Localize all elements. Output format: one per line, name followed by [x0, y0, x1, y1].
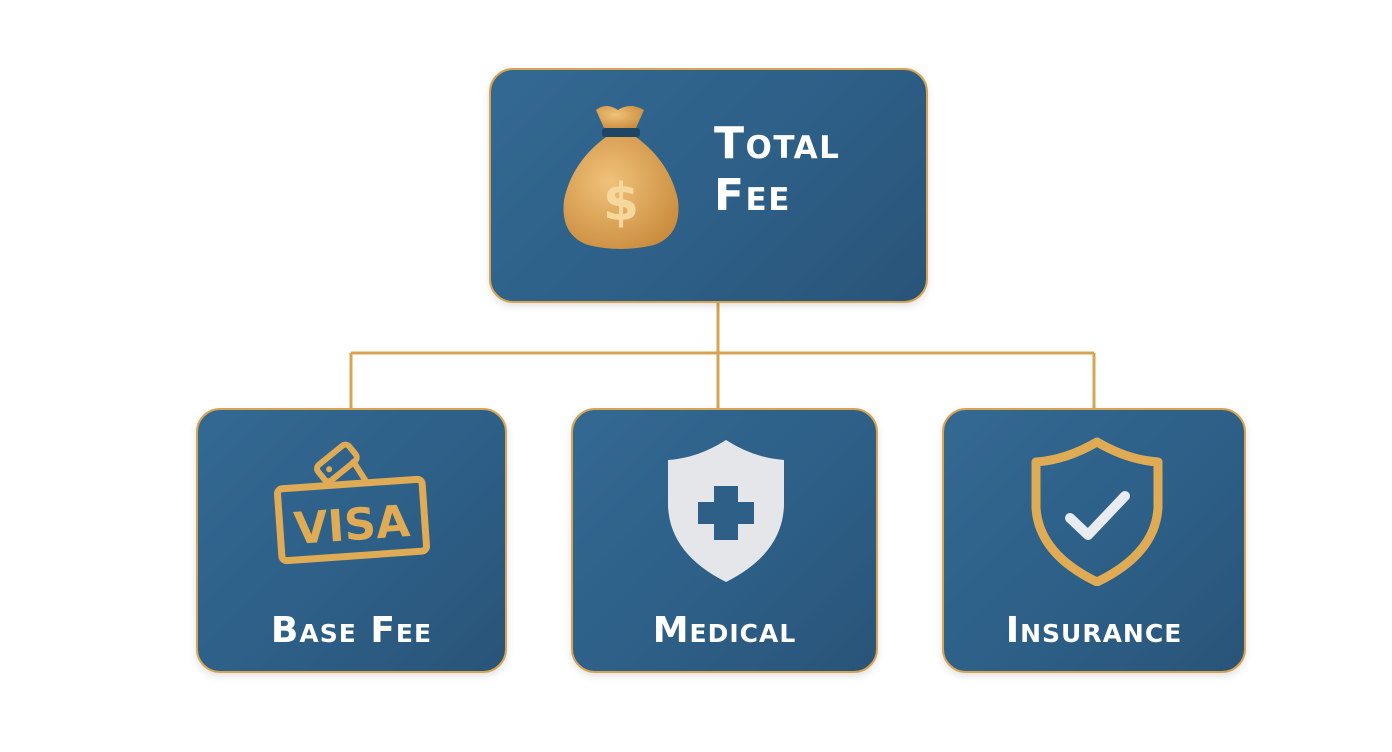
- svg-text:$: $: [603, 173, 639, 233]
- check-shield-icon: [1031, 437, 1163, 586]
- base-fee-label: Base Fee: [270, 610, 433, 651]
- total-fee-node: [489, 68, 928, 303]
- medical-label: Medical: [652, 610, 797, 651]
- money-bag-icon: $: [563, 106, 679, 249]
- total-fee-title: Total Fee: [714, 118, 840, 222]
- insurance-label: Insurance: [1005, 610, 1183, 651]
- visa-stamp-text: VISA: [292, 496, 411, 555]
- visa-stamp-icon: VISA: [274, 441, 431, 565]
- title-line-2: Fee: [714, 170, 791, 221]
- title-line-1: Total: [714, 118, 841, 169]
- medical-shield-icon: [668, 440, 784, 582]
- insurance-node: [942, 408, 1246, 673]
